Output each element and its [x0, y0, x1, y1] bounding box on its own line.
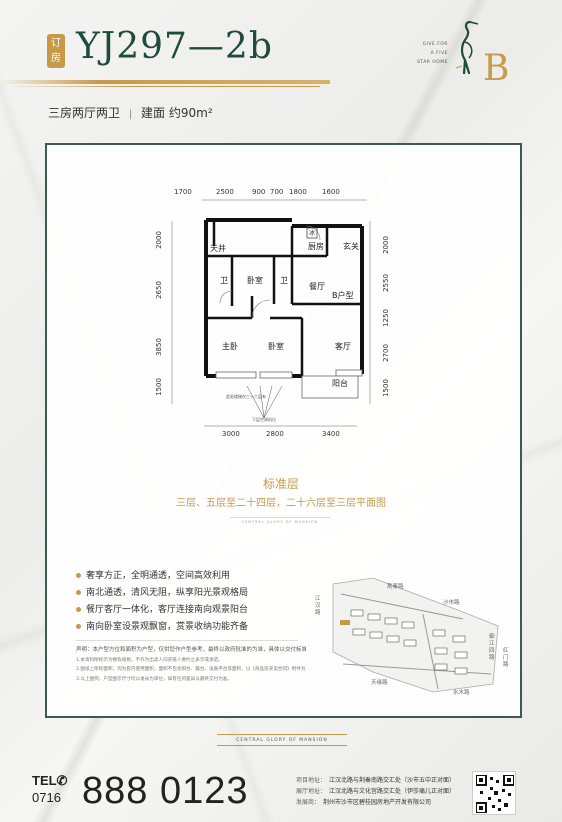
map-label-road: 水木路: [453, 690, 470, 696]
feature-list: 奢享方正，全明通透，空间高效利用 南北通透，清风无阻，纵享阳光景观格局 餐厅客厅…: [76, 568, 248, 636]
room-master: 主卧: [222, 342, 238, 351]
dim-top-6: 1600: [322, 188, 340, 196]
room-bath-2: 卫: [280, 276, 288, 285]
contact-info: 项目地址：江汉北路与荆秦南路交汇处（沙市五中正对面） 展厅地址：江汉北路与文化宫…: [296, 777, 456, 806]
map-label-road: 天缘路: [371, 680, 388, 686]
room-bedroom-2: 卧室: [268, 342, 284, 351]
feature-item: 南向卧室设景观飘窗，赏景收纳功能齐备: [76, 619, 248, 636]
floor-subtitle: 三层、五层至二十四层，二十六层至三层平面图: [176, 498, 386, 509]
unit-label: B户型: [332, 291, 354, 300]
tel-area-code: 0716: [32, 790, 61, 805]
area-value: 约90m²: [168, 106, 213, 120]
feature-item: 餐厅客厅一体化，客厅连接南向观景阳台: [76, 602, 248, 619]
area-label: 建面: [141, 106, 169, 120]
room-balcony: 阳台: [332, 379, 348, 388]
logo: GIVE FOR A FIVE STAR HOME B: [398, 18, 528, 98]
site-map-drawing: [332, 577, 499, 693]
dim-top-2: 2500: [216, 188, 234, 196]
map-label-road: 御江四路: [489, 634, 495, 661]
badge: 订房: [47, 34, 65, 68]
room-kitchen: 厨房: [308, 242, 324, 251]
map-label-road: 沙市路: [443, 600, 460, 606]
bottom-divider: CENTRAL GLORY OF MANSION: [217, 734, 347, 746]
note-stairs: 此处楼梯仅三十六层有: [226, 394, 266, 399]
room-bath-1: 卫: [220, 276, 228, 285]
gold-line: [0, 80, 330, 84]
dim-top-4: 700: [270, 188, 284, 196]
dim-bottom-2: 2800: [266, 430, 284, 438]
feature-item: 南北通透，清风无阻，纵享阳光景观格局: [76, 585, 248, 602]
note-ac: 下层空调机位: [252, 417, 276, 422]
mini-divider: CENTRAL GLORY OF MANSION: [230, 517, 330, 525]
plan-walls: [171, 199, 371, 427]
room-entry: 玄关: [343, 242, 359, 251]
floor-plan: 1700 2500 900 700 1800 1600 2000 2650 38…: [152, 186, 392, 444]
dim-bottom-1: 3000: [222, 430, 240, 438]
dim-top-5: 1800: [289, 188, 307, 196]
feature-item: 奢享方正，全明通透，空间高效利用: [76, 568, 248, 585]
map-label-road: 江汉路: [315, 596, 321, 616]
logo-tagline: GIVE FOR A FIVE STAR HOME: [416, 42, 448, 65]
fridge-label: 冰: [309, 230, 316, 237]
dim-bottom-3: 3400: [322, 430, 340, 438]
heron-icon: [455, 20, 479, 74]
qr-code-icon[interactable]: [472, 771, 516, 815]
room-bedroom-1: 卧室: [247, 276, 263, 285]
tel-label: TEL✆: [32, 773, 68, 788]
subtitle: 三房两厅两卫 | 建面 约90m²: [48, 106, 213, 120]
unit-type: 三房两厅两卫: [48, 106, 121, 120]
dim-top-1: 1700: [174, 188, 192, 196]
logo-letter: B: [483, 48, 510, 89]
dim-top-3: 900: [252, 188, 266, 196]
gold-line-thin: [0, 86, 320, 87]
divider: [76, 640, 298, 641]
room-living: 客厅: [335, 342, 351, 351]
site-map: 江汉路 荆秦路 沙市路 天缘路 水木路 御江四路 红门路: [313, 574, 513, 704]
floor-title: 标准层: [262, 477, 299, 491]
room-tianjing: 天井: [210, 244, 226, 253]
model-title: YJ297—2b: [76, 26, 273, 67]
disclaimer: 声明：本户型方位和面积为户型，仅供您作户型参考，最终以政府批准的为准，具体以交付…: [76, 647, 306, 682]
map-label-road: 荆秦路: [387, 584, 404, 590]
map-label-road: 红门路: [503, 648, 509, 668]
tel-number[interactable]: 888 0123: [82, 770, 249, 812]
room-dining: 餐厅: [309, 282, 325, 291]
